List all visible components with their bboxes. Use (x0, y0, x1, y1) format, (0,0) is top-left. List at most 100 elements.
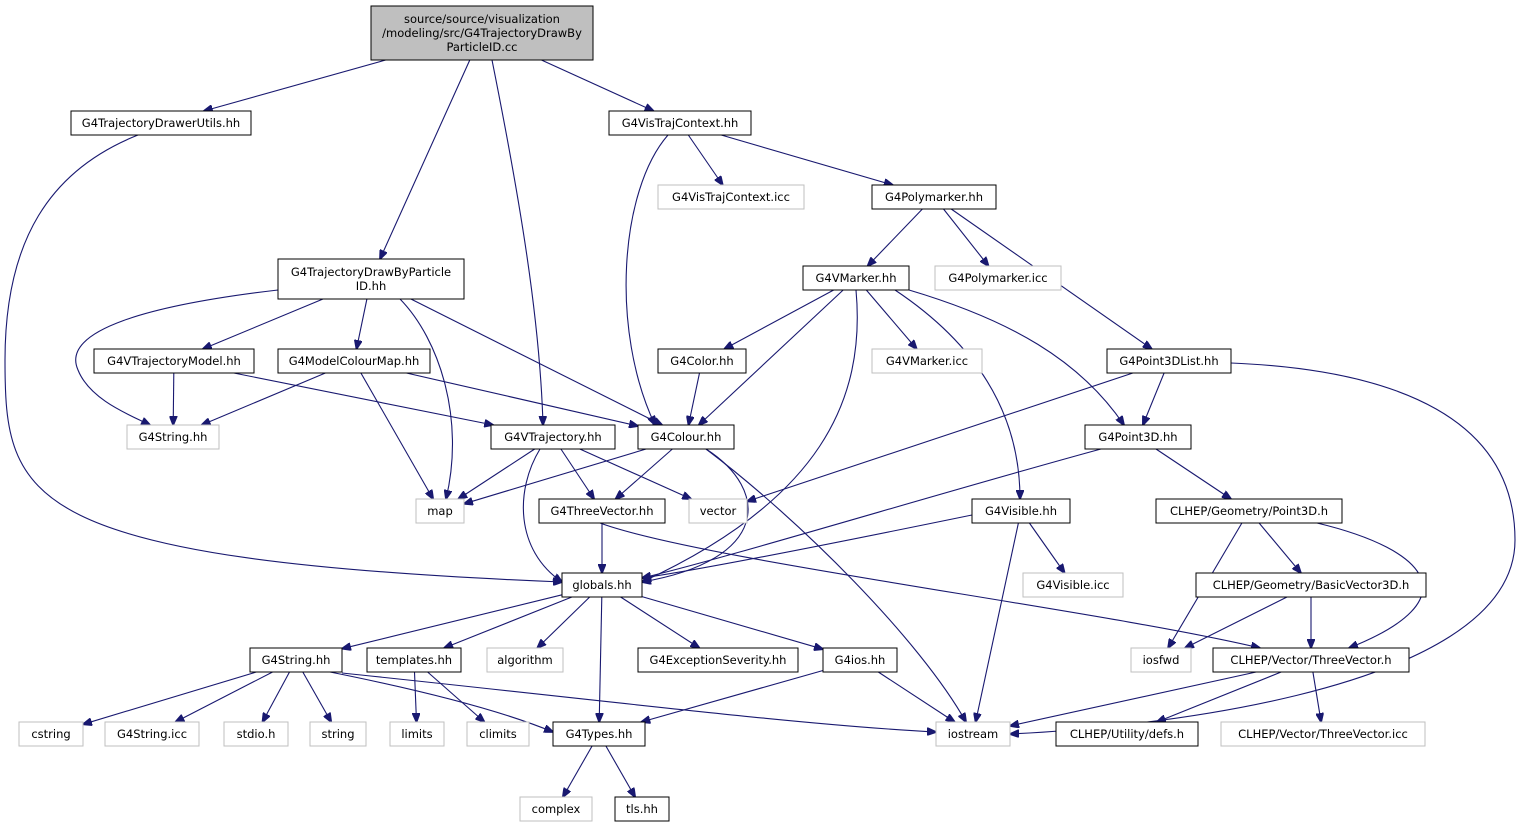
edge-vmarker-to-color (724, 289, 834, 349)
edge-vtrajmodel-to-vtrajectory (233, 372, 493, 425)
edge-vtrajectory-to-globals (522, 448, 562, 582)
node-label-vistrajcontext-0: G4VisTrajContext.hh (622, 116, 739, 130)
node-exceptionseverity[interactable]: G4ExceptionSeverity.hh (637, 647, 799, 673)
node-label-vtrajectory-0: G4VTrajectory.hh (504, 430, 601, 444)
node-box-polymarker (871, 184, 997, 210)
node-complex: complex (519, 796, 593, 822)
node-label-climits-0: climits (479, 727, 517, 741)
node-basicvector3d[interactable]: CLHEP/Geometry/BasicVector3D.h (1195, 572, 1427, 598)
node-vtrajmodel[interactable]: G4VTrajectoryModel.hh (93, 348, 255, 374)
node-cstring: cstring (18, 721, 84, 747)
node-clhep_threevector[interactable]: CLHEP/Vector/ThreeVector.h (1212, 647, 1410, 673)
edge-colour-to-iostream (705, 448, 966, 722)
node-box-point3dlist (1106, 348, 1232, 374)
node-polymarker[interactable]: G4Polymarker.hh (871, 184, 997, 210)
node-label-tls-0: tls.hh (626, 802, 658, 816)
node-vector: vector (688, 498, 748, 524)
node-string: string (309, 721, 367, 747)
edge-g4string-to-cstring (83, 671, 257, 724)
node-drawerutils[interactable]: G4TrajectoryDrawerUtils.hh (70, 110, 252, 136)
node-point3dlist[interactable]: G4Point3DList.hh (1106, 348, 1232, 374)
node-globals[interactable]: globals.hh (561, 572, 643, 598)
node-label-point3d-0: G4Point3D.hh (1098, 430, 1177, 444)
edges (4, 59, 1516, 797)
node-box-g4string (249, 647, 343, 673)
node-visible[interactable]: G4Visible.hh (971, 498, 1071, 524)
node-box-map (415, 498, 465, 524)
edge-vtrajmodel-to-g4string_ext (173, 372, 174, 425)
edge-visible-to-globals (642, 514, 973, 578)
node-colour[interactable]: G4Colour.hh (637, 424, 735, 450)
node-point3d[interactable]: G4Point3D.hh (1084, 424, 1192, 450)
node-label-colour-0: G4Colour.hh (651, 430, 722, 444)
node-g4string[interactable]: G4String.hh (249, 647, 343, 673)
node-box-g4string_icc (104, 721, 200, 747)
node-box-vector (688, 498, 748, 524)
node-clhep_point3d[interactable]: CLHEP/Geometry/Point3D.h (1155, 498, 1343, 524)
node-vistrajcontext_icc: G4VisTrajContext.icc (657, 184, 805, 210)
node-box-polymarker_icc (934, 265, 1062, 291)
node-label-complex-0: complex (532, 802, 581, 816)
node-box-templates (366, 647, 462, 673)
edge-root-to-vistrajcontext (541, 59, 653, 111)
edge-modelcolourmap-to-colour (406, 372, 638, 426)
node-box-basicvector3d (1195, 572, 1427, 598)
node-label-clhep_point3d-0: CLHEP/Geometry/Point3D.h (1170, 504, 1328, 518)
node-label-stdio-0: stdio.h (237, 727, 276, 741)
node-label-color-0: G4Color.hh (670, 354, 733, 368)
node-box-threevector (538, 498, 666, 524)
node-label-polymarker_icc-0: G4Polymarker.icc (948, 271, 1047, 285)
node-g4ios[interactable]: G4ios.hh (822, 647, 898, 673)
edge-vmarker-to-visible (894, 289, 1020, 499)
edge-globals-to-g4types (599, 596, 602, 722)
node-label-clhep_defs-0: CLHEP/Utility/defs.h (1070, 727, 1184, 741)
edge-colour-to-threevector (616, 448, 673, 499)
node-box-point3d (1084, 424, 1192, 450)
node-g4types[interactable]: G4Types.hh (552, 721, 646, 747)
node-box-vtrajectory (490, 424, 616, 450)
node-label-drawbyparticle_hh-1: ID.hh (356, 279, 386, 293)
node-templates[interactable]: templates.hh (366, 647, 462, 673)
edge-vmarker-to-point3d (908, 289, 1124, 425)
edge-vmarker-to-vmarker_icc (865, 289, 916, 349)
node-threevector[interactable]: G4ThreeVector.hh (538, 498, 666, 524)
node-box-vtrajmodel (93, 348, 255, 374)
node-box-algorithm (486, 647, 564, 673)
node-vtrajectory[interactable]: G4VTrajectory.hh (490, 424, 616, 450)
edge-threevector-to-clhep_threevector (599, 522, 1260, 648)
node-label-exceptionseverity-0: G4ExceptionSeverity.hh (650, 653, 787, 667)
edge-polymarker-to-vmarker (868, 208, 923, 266)
edge-g4types-to-complex (563, 745, 593, 797)
node-modelcolourmap[interactable]: G4ModelColourMap.hh (277, 348, 431, 374)
edge-vmarker-to-globals (642, 289, 858, 582)
edge-vistrajcontext-to-vistrajcontext_icc (687, 134, 722, 185)
node-label-cstring-0: cstring (31, 727, 70, 741)
edge-point3dlist-to-iostream (1010, 362, 1516, 734)
node-clhep_defs[interactable]: CLHEP/Utility/defs.h (1055, 721, 1199, 747)
edge-globals-to-g4ios (641, 596, 823, 650)
edge-g4ios-to-iostream (877, 671, 954, 722)
node-vmarker[interactable]: G4VMarker.hh (802, 265, 910, 291)
node-box-root (370, 5, 594, 61)
node-root[interactable]: source/source/visualization/modeling/src… (370, 5, 594, 61)
edge-drawbyparticle_hh-to-vtrajmodel (203, 298, 324, 349)
edge-g4string-to-stdio (263, 671, 290, 722)
node-box-limits (389, 721, 445, 747)
node-box-visible_icc (1022, 572, 1124, 598)
node-label-visible-0: G4Visible.hh (985, 504, 1057, 518)
edge-clhep_threevector-to-threevector_icc (1312, 671, 1321, 722)
node-label-limits-0: limits (401, 727, 432, 741)
node-tls[interactable]: tls.hh (614, 796, 670, 822)
node-vistrajcontext[interactable]: G4VisTrajContext.hh (608, 110, 752, 136)
edge-root-to-drawbyparticle_hh (380, 59, 471, 259)
node-color[interactable]: G4Color.hh (657, 348, 747, 374)
edge-point3dlist-to-vector (747, 372, 1134, 501)
edge-vtrajectory-to-vector (579, 448, 691, 499)
edge-drawbyparticle_hh-to-colour (410, 298, 662, 425)
node-label-g4types-0: G4Types.hh (566, 727, 633, 741)
node-label-g4ios-0: G4ios.hh (835, 653, 886, 667)
edge-clhep_point3d-to-basicvector3d (1258, 522, 1301, 573)
node-limits: limits (389, 721, 445, 747)
node-label-polymarker-0: G4Polymarker.hh (885, 190, 983, 204)
